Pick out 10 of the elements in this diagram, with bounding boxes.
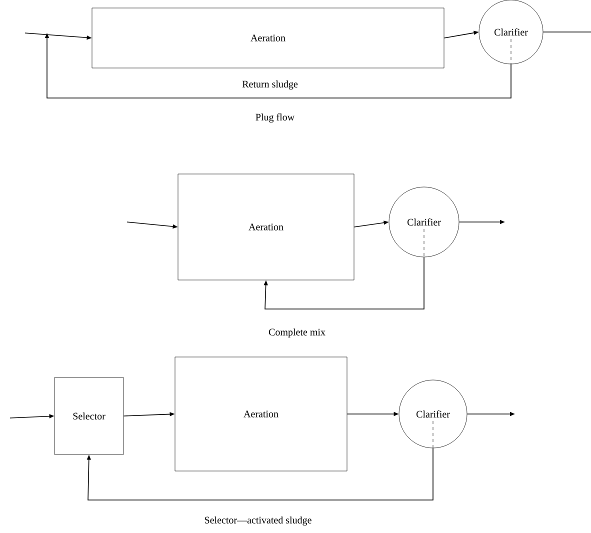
caption: Selector—activated sludge: [204, 516, 312, 526]
caption: Complete mix: [268, 328, 326, 338]
process-box: Selector: [54, 377, 124, 455]
edge-label: Return sludge: [241, 79, 299, 91]
process-box: Aeration: [178, 174, 354, 280]
process-box: Aeration: [92, 8, 444, 68]
return-line: [264, 256, 424, 310]
process-box: Aeration: [174, 356, 348, 472]
caption: Plug flow: [256, 113, 295, 123]
return-line: [86, 448, 434, 500]
